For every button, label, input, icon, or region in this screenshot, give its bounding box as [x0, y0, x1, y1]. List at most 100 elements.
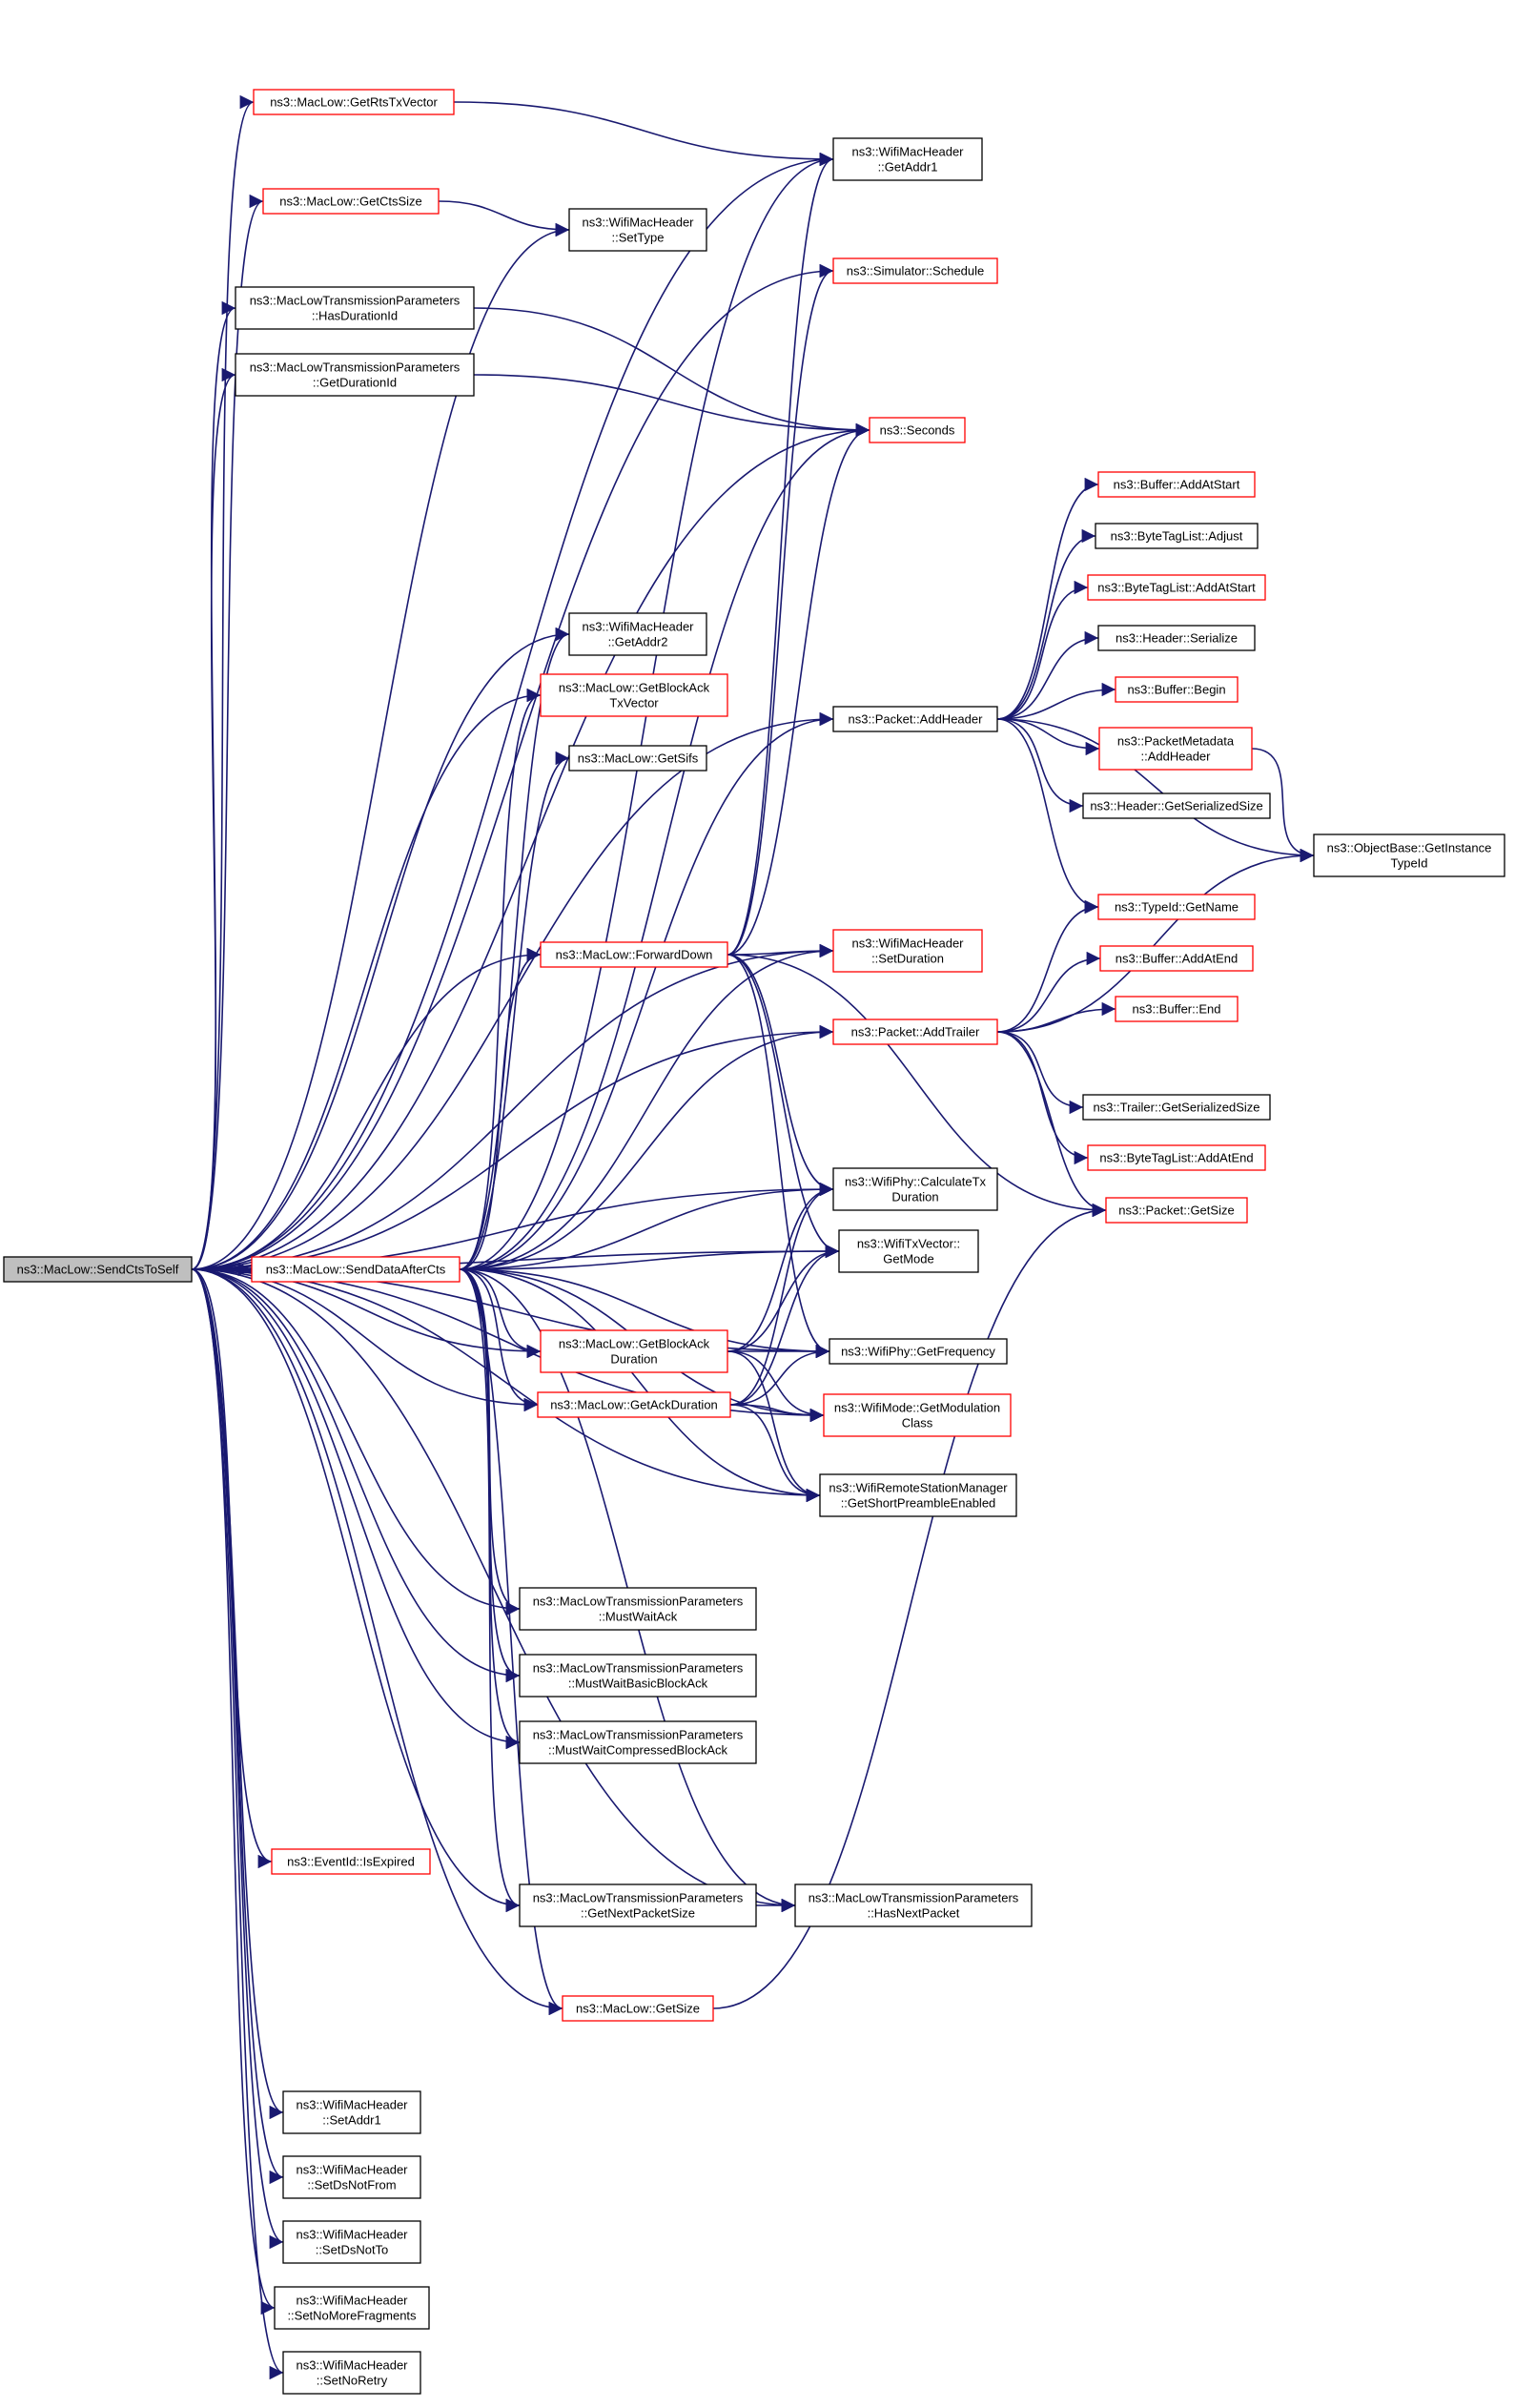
node-buf-begin[interactable]: ns3::Buffer::Begin	[1115, 676, 1239, 703]
node-must-wait-ack[interactable]: ns3::MacLowTransmissionParameters::MustW…	[519, 1587, 757, 1631]
node-box	[1313, 834, 1505, 877]
node-trl-get-ser-size[interactable]: ns3::Trailer::GetSerializedSize	[1082, 1094, 1271, 1121]
node-box	[253, 89, 455, 115]
edge-send-data-after-cts-to-get-frequency	[459, 1268, 830, 1359]
edge-pkt-add-trailer-to-trl-get-ser-size	[996, 1031, 1084, 1115]
node-pkt-add-trailer[interactable]: ns3::Packet::AddTrailer	[832, 1019, 998, 1045]
node-label: ns3::EventId::IsExpired	[287, 1855, 415, 1869]
node-set-no-retry[interactable]: ns3::WifiMacHeader::SetNoRetry	[282, 2351, 421, 2395]
edge-pkt-add-trailer-to-buf-add-at-end	[996, 951, 1101, 1033]
node-get-sifs[interactable]: ns3::MacLow::GetSifs	[568, 745, 707, 772]
node-tx-vec-get-mode[interactable]: ns3::WifiTxVector::GetMode	[838, 1229, 979, 1273]
node-btl-adjust[interactable]: ns3::ByteTagList::Adjust	[1095, 523, 1259, 549]
node-has-next-packet[interactable]: ns3::MacLowTransmissionParameters::HasNe…	[794, 1883, 1033, 1927]
node-type-id-get-name[interactable]: ns3::TypeId::GetName	[1097, 894, 1256, 920]
node-pkt-get-size[interactable]: ns3::Packet::GetSize	[1105, 1197, 1248, 1224]
edge-pkt-add-header-to-buf-add-at-start	[996, 477, 1099, 720]
edge-pkt-add-trailer-to-get-instance-type-id	[996, 848, 1315, 1033]
node-get-cts-size[interactable]: ns3::MacLow::GetCtsSize	[262, 188, 440, 215]
edge-send-cts-to-self-to-get-rts-tx-vector	[191, 95, 255, 1270]
node-box	[1097, 471, 1256, 498]
edge-send-cts-to-self-to-get-addr1	[191, 152, 834, 1270]
edge-send-cts-to-self-to-has-next-packet	[191, 1268, 796, 1913]
node-box	[1098, 727, 1253, 771]
node-send-data-after-cts[interactable]: ns3::MacLow::SendDataAfterCts	[251, 1256, 461, 1283]
edge-send-cts-to-self-to-schedule	[191, 263, 834, 1270]
node-forward-down[interactable]: ns3::MacLow::ForwardDown	[540, 941, 728, 968]
node-box	[829, 1338, 1008, 1365]
node-box	[832, 929, 983, 973]
node-hdr-get-ser-size[interactable]: ns3::Header::GetSerializedSize	[1082, 792, 1271, 819]
edge-get-block-ack-duration-to-tx-vec-get-mode	[727, 1244, 840, 1352]
node-label: ::GetShortPreambleEnabled	[841, 1496, 996, 1511]
node-set-no-more-fragments[interactable]: ns3::WifiMacHeader::SetNoMoreFragments	[274, 2286, 430, 2330]
node-btl-add-at-end[interactable]: ns3::ByteTagList::AddAtEnd	[1087, 1144, 1266, 1171]
node-hdr-serialize[interactable]: ns3::Header::Serialize	[1097, 625, 1256, 651]
edge-forward-down-to-seconds	[727, 422, 870, 956]
node-box	[540, 941, 728, 968]
edge-pkt-add-header-to-btl-adjust	[996, 528, 1096, 720]
node-get-duration-id[interactable]: ns3::MacLowTransmissionParameters::GetDu…	[235, 353, 475, 397]
node-must-wait-basic-block-ack[interactable]: ns3::MacLowTransmissionParameters::MustW…	[519, 1654, 757, 1698]
node-label: ::MustWaitBasicBlockAck	[568, 1677, 708, 1691]
node-box	[537, 1391, 731, 1418]
node-box	[519, 1720, 757, 1764]
node-set-addr1[interactable]: ns3::WifiMacHeader::SetAddr1	[282, 2090, 421, 2134]
node-label: GetMode	[883, 1252, 933, 1266]
node-box	[262, 188, 440, 215]
node-label: ns3::WifiMacHeader	[296, 2228, 408, 2242]
node-label: ::SetNoRetry	[317, 2374, 388, 2388]
edge-send-data-after-cts-to-get-next-packet-size	[459, 1268, 521, 1913]
edge-send-data-after-cts-to-set-duration	[459, 943, 834, 1270]
node-must-wait-compressed-block-ack[interactable]: ns3::MacLowTransmissionParameters::MustW…	[519, 1720, 757, 1764]
node-label: ns3::MacLowTransmissionParameters	[533, 1661, 744, 1676]
node-get-short-preamble[interactable]: ns3::WifiRemoteStationManager::GetShortP…	[819, 1473, 1017, 1517]
edge-get-duration-id-to-seconds	[473, 374, 870, 438]
node-box	[1097, 894, 1256, 920]
node-set-ds-not-from[interactable]: ns3::WifiMacHeader::SetDsNotFrom	[282, 2155, 421, 2199]
node-label: ns3::WifiMacHeader	[582, 216, 694, 230]
node-box	[832, 137, 983, 181]
node-has-duration-id[interactable]: ns3::MacLowTransmissionParameters::HasDu…	[235, 286, 475, 330]
edge-send-cts-to-self-to-set-ds-not-to	[191, 1268, 284, 2249]
edge-send-data-after-cts-to-calc-tx-duration	[459, 1182, 834, 1270]
node-set-duration[interactable]: ns3::WifiMacHeader::SetDuration	[832, 929, 983, 973]
node-set-ds-not-to[interactable]: ns3::WifiMacHeader::SetDsNotTo	[282, 2220, 421, 2264]
node-pkt-add-header[interactable]: ns3::Packet::AddHeader	[832, 706, 998, 732]
node-get-addr1[interactable]: ns3::WifiMacHeader::GetAddr1	[832, 137, 983, 181]
node-label: ns3::Simulator::Schedule	[847, 264, 985, 278]
node-buf-add-at-start[interactable]: ns3::Buffer::AddAtStart	[1097, 471, 1256, 498]
node-label: ns3::MacLow::GetSize	[576, 2002, 700, 2016]
node-send-cts-to-self[interactable]: ns3::MacLow::SendCtsToSelf	[3, 1256, 193, 1283]
node-get-addr2[interactable]: ns3::WifiMacHeader::GetAddr2	[568, 612, 707, 656]
node-box	[1115, 996, 1239, 1022]
node-seconds[interactable]: ns3::Seconds	[869, 417, 966, 443]
edge-send-data-after-cts-to-get-block-ack-tx-vector	[459, 688, 542, 1270]
node-buf-end[interactable]: ns3::Buffer::End	[1115, 996, 1239, 1022]
edge-send-cts-to-self-to-get-duration-id	[191, 368, 236, 1270]
node-schedule[interactable]: ns3::Simulator::Schedule	[832, 257, 998, 284]
node-is-expired[interactable]: ns3::EventId::IsExpired	[271, 1848, 431, 1875]
edge-forward-down-to-tx-vec-get-mode	[727, 954, 840, 1259]
node-get-ack-duration[interactable]: ns3::MacLow::GetAckDuration	[537, 1391, 731, 1418]
node-box	[562, 1995, 714, 2022]
node-get-rts-tx-vector[interactable]: ns3::MacLow::GetRtsTxVector	[253, 89, 455, 115]
node-set-type[interactable]: ns3::WifiMacHeader::SetType	[568, 208, 707, 252]
node-label: ns3::WifiTxVector::	[857, 1237, 960, 1251]
edge-send-data-after-cts-to-get-short-preamble	[459, 1268, 821, 1503]
node-box	[1087, 574, 1266, 601]
node-box	[282, 2155, 421, 2199]
node-label: ns3::MacLow::GetSifs	[578, 751, 699, 766]
node-mac-low-get-size[interactable]: ns3::MacLow::GetSize	[562, 1995, 714, 2022]
node-btl-add-at-start[interactable]: ns3::ByteTagList::AddAtStart	[1087, 574, 1266, 601]
node-get-frequency[interactable]: ns3::WifiPhy::GetFrequency	[829, 1338, 1008, 1365]
edge-get-ack-duration-to-get-modulation-class	[729, 1404, 825, 1423]
node-pm-add-header[interactable]: ns3::PacketMetadata::AddHeader	[1098, 727, 1253, 771]
node-buf-add-at-end[interactable]: ns3::Buffer::AddAtEnd	[1099, 945, 1254, 972]
node-get-next-packet-size[interactable]: ns3::MacLowTransmissionParameters::GetNe…	[519, 1883, 757, 1927]
